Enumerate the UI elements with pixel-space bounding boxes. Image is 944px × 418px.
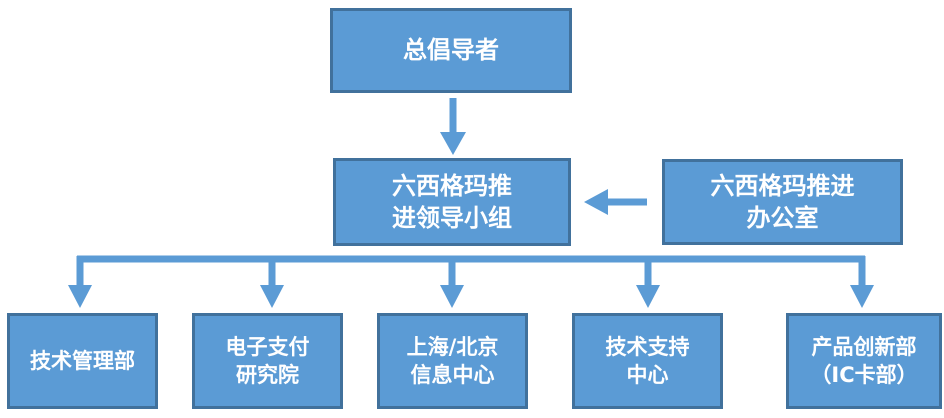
node-dept-label-line2: （IC卡部） <box>810 363 918 387</box>
node-dept-label-line1: 电子支付 <box>225 334 310 359</box>
tree-connector-leadership-to-departments <box>68 255 874 308</box>
node-dept-label-line1: 技术管理部 <box>30 348 135 373</box>
node-dept-tech-support: 技术支持 中心 <box>572 313 723 409</box>
node-promotion-office: 六西格玛推进 办公室 <box>662 159 903 245</box>
node-dept-label-line2: 中心 <box>626 363 669 387</box>
node-dept-label-line1: 产品创新部 <box>811 334 917 359</box>
node-dept-product-innovation: 产品创新部 （IC卡部） <box>786 313 942 409</box>
node-dept-info-center: 上海/北京 信息中心 <box>377 313 528 409</box>
node-leadership-team: 六西格玛推 进领导小组 <box>333 158 571 246</box>
node-promotion-office-label-line1: 六西格玛推进 <box>710 171 855 200</box>
node-dept-label-line1: 技术支持 <box>605 334 690 359</box>
node-dept-tech-management: 技术管理部 <box>7 313 158 409</box>
node-dept-label-line1: 上海/北京 <box>406 334 499 359</box>
node-promotion-office-label-line2: 办公室 <box>746 204 819 232</box>
node-dept-label-line2: 研究院 <box>236 363 299 387</box>
arrow-left-office-to-leadership <box>584 189 647 215</box>
node-champion: 总倡导者 <box>330 8 572 93</box>
node-leadership-team-label-line2: 进领导小组 <box>392 204 512 232</box>
node-leadership-team-label-line1: 六西格玛推 <box>392 171 512 200</box>
node-dept-epayment-institute: 电子支付 研究院 <box>192 313 343 409</box>
node-champion-label: 总倡导者 <box>403 36 499 65</box>
node-dept-label-line2: 信息中心 <box>410 363 495 387</box>
arrow-down-champion-to-leadership <box>440 98 466 155</box>
